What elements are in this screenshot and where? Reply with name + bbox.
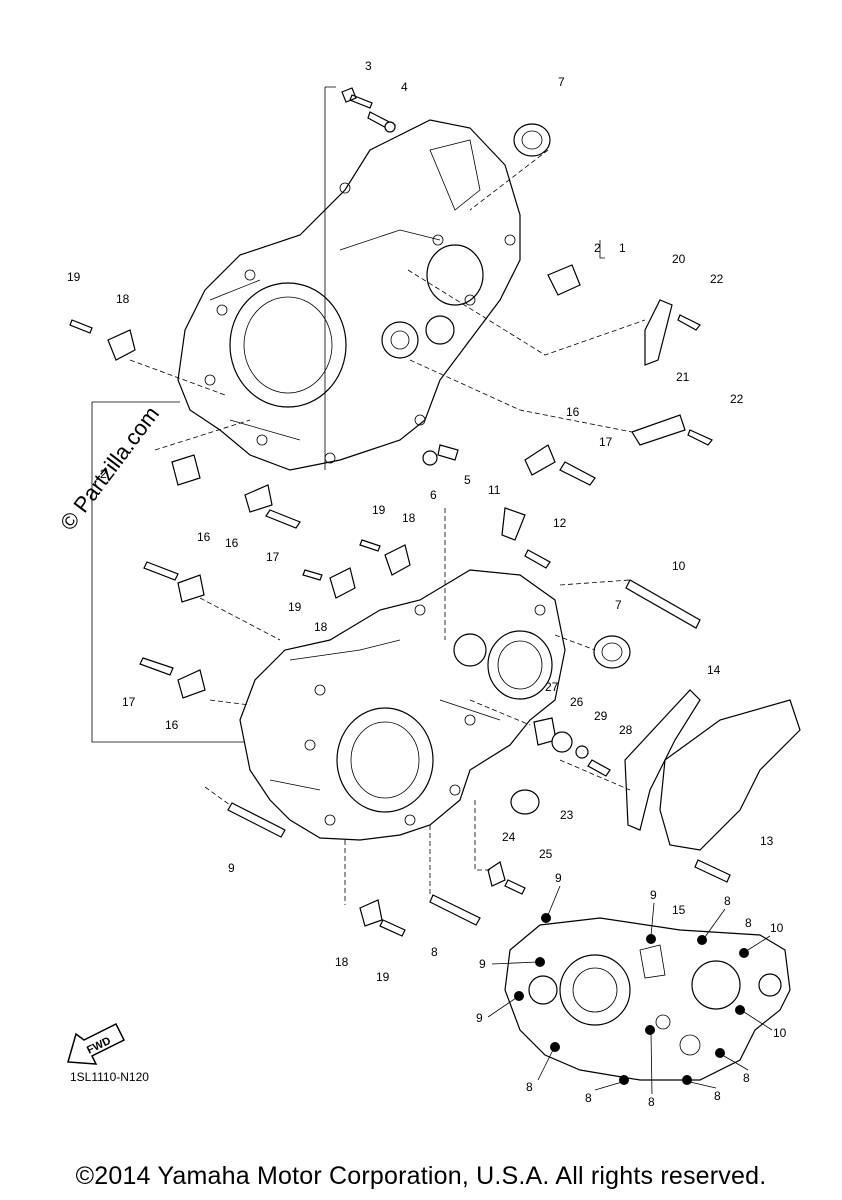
callout-8: 8 — [745, 916, 752, 930]
copyright-notice: ©2014 Yamaha Motor Corporation, U.S.A. A… — [75, 1162, 767, 1190]
callout-17: 17 — [599, 435, 613, 449]
callout-20: 20 — [672, 252, 686, 266]
callout-6: 6 — [430, 488, 437, 502]
callout-19: 19 — [372, 503, 386, 517]
callout-27: 27 — [545, 680, 559, 694]
callout-8: 8 — [743, 1071, 750, 1085]
bottom-view-leaders — [487, 885, 773, 1095]
callout-12: 12 — [553, 516, 567, 530]
callout-16: 16 — [197, 530, 211, 544]
callout-8: 8 — [648, 1095, 655, 1109]
callout-3: 3 — [365, 59, 372, 73]
callout-18: 18 — [314, 620, 328, 634]
callout-8: 8 — [724, 894, 731, 908]
callout-1: 1 — [619, 241, 626, 255]
callout-10: 10 — [770, 921, 784, 935]
callout-9: 9 — [650, 888, 657, 902]
callout-14: 14 — [707, 663, 721, 677]
callout-17: 17 — [122, 695, 136, 709]
callout-16: 16 — [225, 536, 239, 550]
callout-18: 18 — [335, 955, 349, 969]
callout-11: 11 — [488, 483, 501, 497]
callout-7: 7 — [558, 75, 565, 89]
callout-9: 9 — [479, 957, 486, 971]
callout-25: 25 — [539, 847, 553, 861]
callout-8: 8 — [431, 945, 438, 959]
callout-21: 21 — [676, 370, 690, 384]
callout-16: 16 — [566, 405, 580, 419]
callout-17: 17 — [266, 550, 280, 564]
callout-5: 5 — [464, 473, 471, 487]
callout-2: 2 — [594, 241, 601, 255]
callout-9: 9 — [555, 871, 562, 885]
callout-10: 10 — [773, 1026, 787, 1040]
callout-9: 9 — [476, 1011, 483, 1025]
small-parts — [69, 87, 801, 937]
callout-22: 22 — [730, 392, 744, 406]
callout-labels: 3 4 7 2 1 19 18 20 22 21 22 16 17 2 5 6 … — [67, 59, 787, 1109]
callout-29: 29 — [594, 709, 608, 723]
callout-8: 8 — [585, 1091, 592, 1105]
callout-26: 26 — [570, 695, 584, 709]
callout-19: 19 — [67, 270, 81, 284]
callout-13: 13 — [760, 834, 774, 848]
callout-18: 18 — [116, 292, 130, 306]
diagram-code: 1SL1110-N120 — [70, 1070, 149, 1084]
callout-4: 4 — [401, 80, 408, 94]
callout-18: 18 — [402, 511, 416, 525]
callout-23: 23 — [560, 808, 574, 822]
callout-10: 10 — [672, 559, 686, 573]
callout-24: 24 — [502, 830, 516, 844]
callout-19: 19 — [288, 600, 302, 614]
callout-8: 8 — [714, 1089, 721, 1103]
callout-7: 7 — [615, 598, 622, 612]
crankcase-right-half — [239, 569, 566, 841]
fwd-arrow-icon: FWD — [67, 1022, 126, 1065]
callout-15: 15 — [672, 903, 686, 917]
callout-2: 2 — [100, 467, 107, 481]
callout-16: 16 — [165, 718, 179, 732]
callout-8: 8 — [526, 1080, 533, 1094]
leader-lines — [91, 86, 646, 905]
crankcase-left-half — [177, 119, 521, 471]
callout-9: 9 — [228, 861, 235, 875]
callout-28: 28 — [619, 723, 633, 737]
callout-22: 22 — [710, 272, 724, 286]
crankcase-bolt-location-view — [504, 913, 791, 1085]
callout-19: 19 — [376, 970, 390, 984]
